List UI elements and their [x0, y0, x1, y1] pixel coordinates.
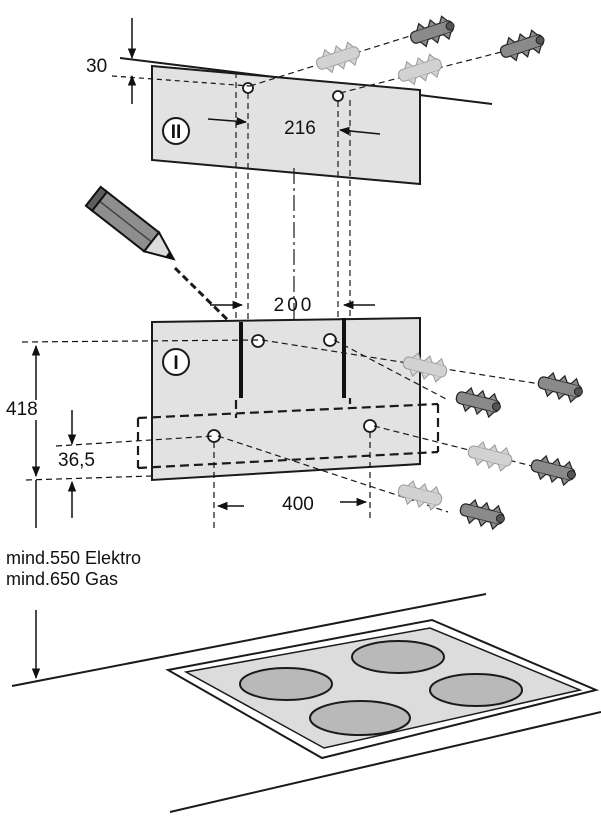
bracket-ii-label: II: [171, 122, 182, 143]
lower-bracket: [136, 316, 440, 482]
dim-30: [111, 18, 251, 104]
dim-216-label: 216: [284, 118, 316, 139]
lower-hole-top-right: [323, 333, 337, 347]
bracket-ii-badge: [162, 117, 190, 145]
dim-418-label: 418: [6, 399, 38, 420]
dim-36-5-label: 36,5: [58, 450, 95, 471]
wall-plug-icon: [406, 12, 459, 51]
lower-hole-top-left: [251, 334, 265, 348]
dim-30-label: 30: [86, 56, 107, 77]
upper-wall-plugs: [249, 12, 549, 94]
burner-back-right: [351, 640, 445, 674]
dim-400-label: 400: [282, 494, 314, 515]
wall-plug-icon: [528, 452, 579, 488]
dim-400: [213, 432, 371, 528]
dim-200-label: 200: [274, 295, 315, 316]
min-distance-note: mind.550 Elektro mind.650 Gas: [6, 548, 141, 590]
bracket-i-badge: [162, 348, 190, 376]
pencil-icon: [84, 185, 176, 261]
upper-hole-left: [242, 82, 254, 94]
wall-plug-icon: [496, 26, 549, 65]
cooktop: [11, 593, 601, 813]
burner-front-left: [309, 700, 411, 736]
dim-216: [207, 117, 381, 136]
dim-418: [21, 339, 259, 478]
upper-bracket: [119, 57, 493, 186]
burner-front-right: [429, 673, 523, 707]
dim-36-5: [25, 410, 215, 528]
wall-plug-icon: [453, 384, 504, 420]
bracket-i-label: I: [173, 353, 178, 374]
min-distance-gas: mind.650 Gas: [6, 569, 119, 589]
wall-plug-icon: [535, 369, 586, 405]
min-distance-electric: mind.550 Elektro: [6, 548, 142, 568]
wall-plug-icon: [457, 496, 508, 532]
lower-wall-plugs: [217, 339, 586, 532]
burner-back-left: [239, 667, 333, 701]
